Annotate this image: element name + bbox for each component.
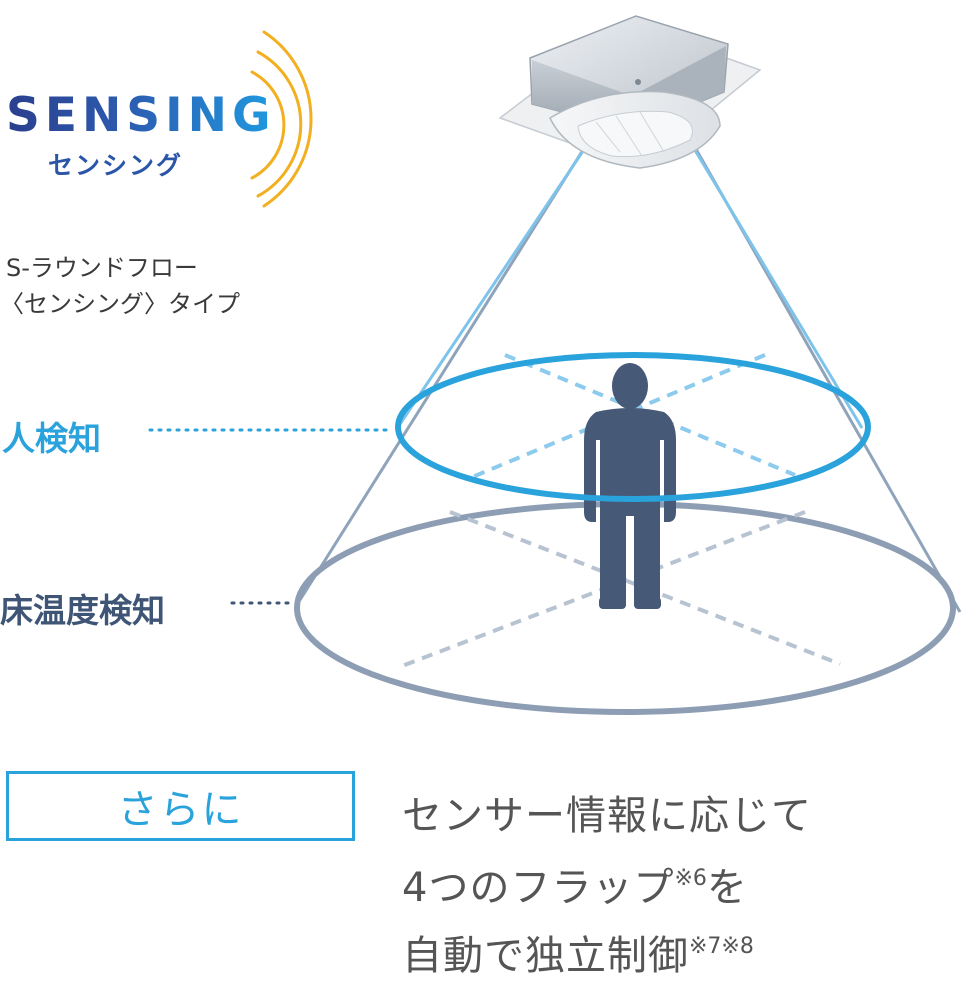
person-icon [584, 363, 676, 609]
human-detection-label: 人検知 [2, 419, 101, 458]
description-text-2-end: を [706, 865, 748, 911]
description-text-1: センサー情報に応じて [402, 793, 812, 839]
model-type: 〈センシング〉タイプ [0, 290, 240, 318]
description-line-3: 自動で独立制御※7※8 [402, 923, 754, 981]
signal-waves-icon [250, 30, 313, 208]
cassette-air-conditioner-icon [498, 15, 762, 169]
description-line-2: 4つのフラップ※6を [402, 855, 748, 913]
description-line-1: センサー情報に応じて [402, 783, 812, 841]
description-text-3: 自動で独立制御 [402, 933, 689, 979]
floor-temp-detection-label: 床温度検知 [0, 591, 165, 630]
description-text-2: 4つのフラップ [402, 865, 675, 911]
leader-lines [148, 428, 390, 605]
footnote-7-8: ※7※8 [689, 934, 754, 959]
footnote-6: ※6 [674, 866, 707, 891]
model-name: S-ラウンドフロー [6, 254, 198, 282]
furthermore-box: さらに [6, 771, 355, 841]
sensing-logo-kana: センシング [48, 151, 184, 180]
furthermore-text: さらに [117, 787, 244, 833]
human-detection-ring [395, 352, 871, 502]
sensing-logo-word: SENSING [6, 88, 276, 143]
